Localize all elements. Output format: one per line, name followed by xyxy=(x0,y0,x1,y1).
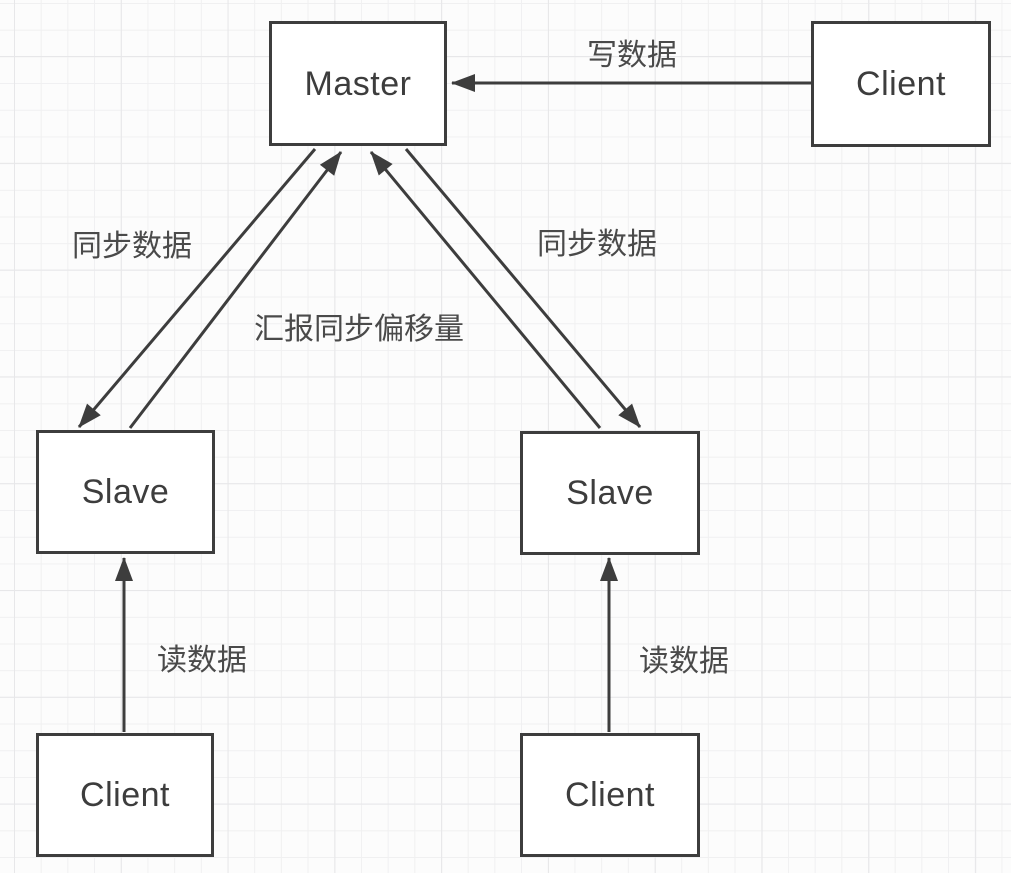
edge-sync-data-left-arrow xyxy=(77,148,317,428)
node-master: Master xyxy=(269,21,447,146)
edge-label-report-offset: 汇报同步偏移量 xyxy=(254,312,464,346)
edge-report-offset-right-arrow xyxy=(369,151,602,429)
node-client-bottom-right: Client xyxy=(520,733,700,857)
edge-report-offset-left-arrow xyxy=(128,151,343,429)
node-slave-left-label: Slave xyxy=(81,473,170,511)
edge-label-read-data-right: 读数据 xyxy=(639,644,729,678)
node-slave-right-label: Slave xyxy=(566,474,654,512)
node-master-label: Master xyxy=(304,64,412,103)
node-slave-right: Slave xyxy=(520,431,700,555)
node-client-bottom-left-label: Client xyxy=(80,776,170,814)
node-client-bottom-left: Client xyxy=(36,733,214,857)
edge-label-read-data-left: 读数据 xyxy=(157,643,247,677)
node-client-top-label: Client xyxy=(856,65,946,103)
node-slave-left: Slave xyxy=(36,430,215,554)
edge-sync-data-right-arrow xyxy=(404,148,642,428)
edge-label-sync-data-left: 同步数据 xyxy=(72,229,192,263)
edge-label-sync-data-right: 同步数据 xyxy=(537,227,657,261)
node-client-bottom-right-label: Client xyxy=(565,776,655,814)
edge-label-write-data: 写数据 xyxy=(587,38,677,72)
node-client-top: Client xyxy=(811,21,991,147)
